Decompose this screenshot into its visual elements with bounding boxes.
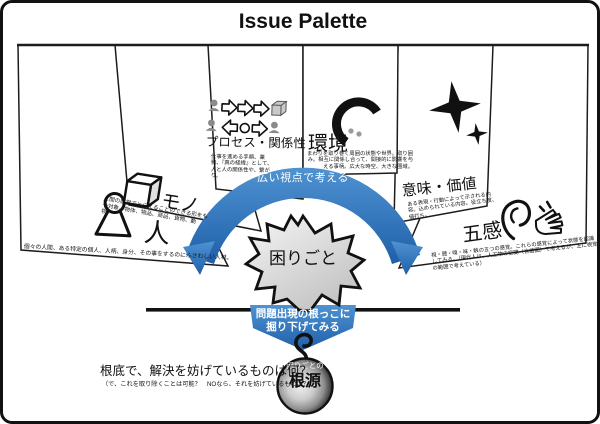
trouble-blob-label: 困りごと: [269, 249, 337, 268]
arc-label: 広い視点で考える: [257, 172, 349, 184]
diagram-canvas: [17, 43, 589, 415]
ribbon-line1: 問題出現の根っこに: [255, 308, 351, 320]
cube-icon: [122, 172, 163, 208]
ear-and-hand-icon: [501, 199, 564, 241]
page-title: Issue Palette: [238, 10, 368, 33]
panel-environment-desc: まわりを取り巻く周囲の状態や世界。取り囲み。相互に関係し合って、間接的に影響を与…: [307, 151, 413, 170]
panel-process-label: プロセス・関係性: [205, 135, 307, 151]
swirl-arc-icon: [332, 97, 381, 146]
dig-down-ribbon: [250, 305, 356, 350]
bomb-with-fuse-icon: [276, 332, 334, 415]
question-main: 根底で、解決を妨げているものは何？: [100, 364, 313, 378]
panel-environment-label: 環境: [308, 133, 348, 155]
ribbon-line2: 掘り下げてみる: [266, 321, 340, 333]
arc-arrowhead-right: [391, 241, 423, 275]
bomb-label: 根源: [288, 373, 321, 390]
arc-arrowhead-left: [183, 241, 215, 275]
bomb-caption: 困りごとの: [286, 361, 324, 370]
people-arrows-flow-icon: [205, 99, 288, 137]
broad-view-arc: [183, 167, 423, 275]
person-silhouette-icon: [94, 192, 132, 238]
sparkle-stars-icon: [429, 81, 488, 145]
question-sub: （で、これを取り除くことは可能？ NOなら、それを妨げているものは？）: [102, 381, 316, 388]
trouble-blob: [243, 213, 367, 313]
